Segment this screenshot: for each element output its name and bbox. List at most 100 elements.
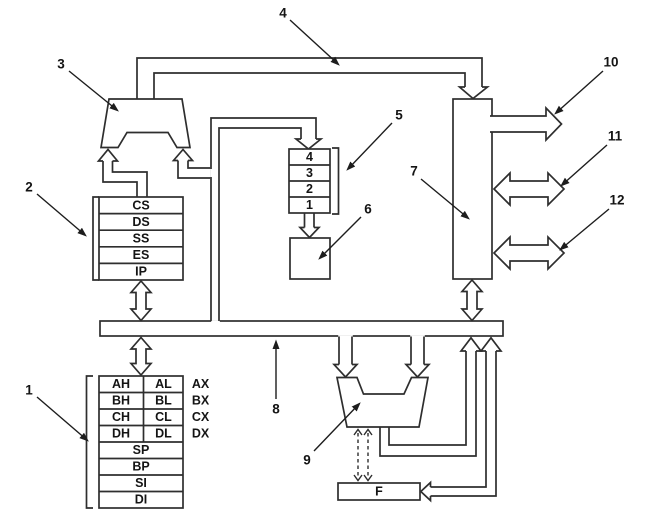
leader-arrow-3 <box>68 70 119 112</box>
register-label: DH <box>112 427 130 441</box>
register-label: SI <box>135 476 147 490</box>
word-register-label: AX <box>192 377 210 391</box>
callout-label-10: 10 <box>603 55 618 70</box>
register-label: DL <box>155 427 172 441</box>
word-register-label: CX <box>192 410 210 424</box>
leader-arrow-7 <box>420 178 470 220</box>
external-double-arrow-12 <box>492 234 566 272</box>
callout-label-6: 6 <box>364 202 372 217</box>
queue-row-dividers <box>289 164 330 198</box>
leader-arrow-10 <box>554 70 604 115</box>
callout-label-2: 2 <box>25 180 33 195</box>
flags-to-bus-up-arrowhead <box>479 336 503 352</box>
word-register-label: BX <box>192 394 210 408</box>
queue-down-arrowhead <box>293 138 324 151</box>
registers-bus-double-arrow <box>129 336 153 377</box>
queue-cell-label: 2 <box>306 182 313 196</box>
leader-arrow-2 <box>36 193 87 237</box>
queue-cell-label: 4 <box>306 150 313 164</box>
leader-arrow-11 <box>560 144 608 187</box>
callout-label-7: 7 <box>410 164 418 179</box>
alu-right-down-arrowhead <box>404 363 431 379</box>
leader-arrow-12 <box>559 208 610 251</box>
queue-cell-label: 3 <box>306 166 313 180</box>
register-label: BL <box>155 394 172 408</box>
external-double-arrow-11 <box>492 170 566 208</box>
register-label: AL <box>155 377 172 391</box>
callout-label-5: 5 <box>395 108 403 123</box>
external-arrow-10 <box>490 105 563 143</box>
register-label: CL <box>155 410 172 424</box>
register-label: SP <box>133 443 150 457</box>
segment-row-dividers <box>99 212 183 265</box>
bus-to-queue-channel <box>218 127 302 321</box>
upper-bus-down-arrowhead <box>457 86 490 100</box>
channel-junction-gap <box>210 169 212 177</box>
upper-bus-outer-line <box>136 57 483 99</box>
alu-shape <box>335 376 430 428</box>
segment-to-adder-channel <box>111 161 148 197</box>
queue-to-box6-channel <box>303 213 315 228</box>
leader-arrow-5 <box>346 122 393 171</box>
flag-register-box <box>337 482 421 501</box>
register-row-dividers <box>99 391 183 493</box>
alu-output-channel <box>388 351 467 446</box>
callout-label-4: 4 <box>279 6 287 21</box>
internal-bus-bar <box>99 320 504 337</box>
bus-to-alu-left-channel <box>338 336 353 365</box>
leader-arrow-4 <box>289 19 340 66</box>
queue-bracket <box>332 147 340 215</box>
leader-arrow-1 <box>36 396 89 442</box>
upper-bus-inner-line <box>153 72 466 99</box>
callout-label-1: 1 <box>25 383 33 398</box>
alu-output-channel <box>379 351 477 457</box>
segment-registers-bracket <box>92 196 99 281</box>
box6-down-arrowhead <box>298 226 321 239</box>
register-label: BP <box>132 460 149 474</box>
unlabeled-box-6 <box>289 237 331 280</box>
word-register-label: DX <box>192 427 210 441</box>
flags-left-arrowhead <box>419 480 432 503</box>
ip-bus-double-arrow <box>129 279 153 322</box>
bus-to-alu-right-channel <box>410 336 425 365</box>
bus-to-flags-channel <box>430 351 487 488</box>
alu-flags-dashed-lines <box>357 433 369 477</box>
leader-arrow-9 <box>313 402 361 452</box>
adder-right-up-arrowhead <box>171 148 195 162</box>
callout-label-8: 8 <box>272 402 280 417</box>
leader-arrow-6 <box>318 216 362 260</box>
alu-left-down-arrowhead <box>332 363 359 379</box>
queue-cell-label: 1 <box>306 198 313 212</box>
dashed-down-arrowheads <box>353 474 373 482</box>
register-label: DI <box>135 493 148 507</box>
callout-label-11: 11 <box>608 129 623 144</box>
callout-label-3: 3 <box>57 57 65 72</box>
segment-register-label: DS <box>132 215 149 229</box>
register-label: BH <box>112 394 130 408</box>
general-registers-bracket <box>85 375 93 509</box>
alu-to-bus-up-arrowhead <box>459 336 483 352</box>
segment-register-label: CS <box>132 198 149 212</box>
address-adder-shape <box>99 98 192 149</box>
bus-junction-gap <box>410 335 425 338</box>
segment-to-adder-channel <box>102 161 138 197</box>
bus-junction-gap <box>338 335 353 338</box>
bus-to-queue-channel <box>210 117 317 321</box>
dashed-up-arrowheads <box>353 428 373 436</box>
block7-bus-double-arrow <box>460 278 484 322</box>
callout-label-12: 12 <box>609 193 624 208</box>
segment-register-label: IP <box>135 265 147 279</box>
flag-register-label: F <box>375 485 383 499</box>
register-label: AH <box>112 377 130 391</box>
segment-register-label: SS <box>133 232 150 246</box>
bus-to-flags-channel <box>430 351 497 497</box>
segment-register-label: ES <box>133 248 150 262</box>
channel-to-adder-branch <box>177 160 211 179</box>
bus-junction-gap <box>211 320 220 323</box>
adder-left-up-arrowhead <box>96 148 120 162</box>
callout-label-9: 9 <box>303 453 311 468</box>
channel-to-adder-branch <box>187 160 211 169</box>
register-label: CH <box>112 410 130 424</box>
